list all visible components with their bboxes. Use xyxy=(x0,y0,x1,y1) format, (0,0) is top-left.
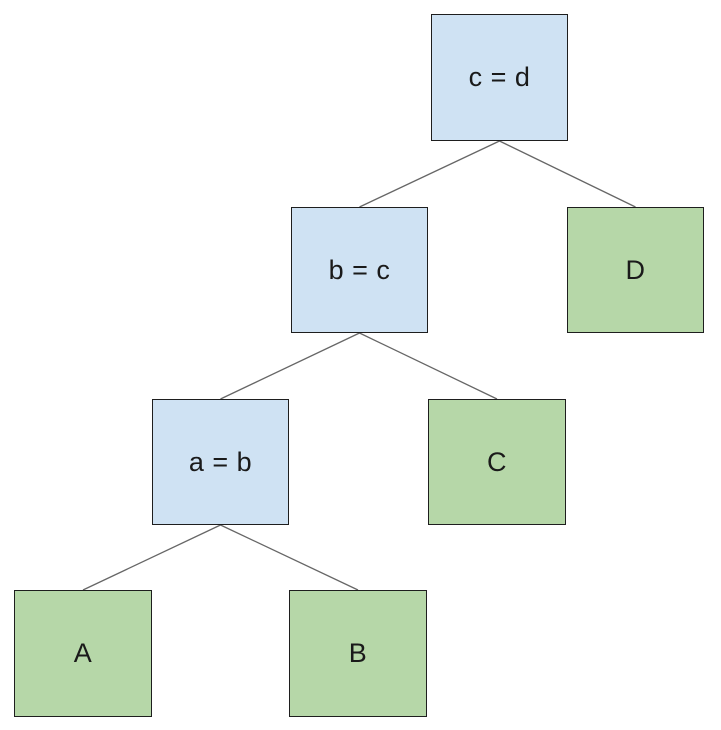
tree-edge-cd-D xyxy=(499,140,636,208)
tree-node-B: B xyxy=(289,590,427,717)
tree-edge-bc-ab xyxy=(220,332,360,400)
tree-node-label: B xyxy=(348,638,368,668)
tree-node-cd: c = d xyxy=(431,14,568,141)
tree-node-bc: b = c xyxy=(291,207,428,333)
tree-node-label: A xyxy=(73,638,93,668)
tree-node-D: D xyxy=(567,207,704,333)
tree-edge-ab-A xyxy=(82,524,221,591)
tree-node-label: a = b xyxy=(188,446,253,477)
tree-node-A: A xyxy=(14,590,152,717)
tree-edge-cd-bc xyxy=(359,140,500,208)
tree-node-label: D xyxy=(625,254,646,285)
tree-node-label: C xyxy=(487,446,507,477)
tree-edge-bc-C xyxy=(359,332,498,400)
tree-node-label: c = d xyxy=(468,62,531,92)
tree-node-C: C xyxy=(428,399,566,525)
tree-node-ab: a = b xyxy=(152,399,289,525)
tree-edge-ab-B xyxy=(220,524,359,591)
tree-node-label: b = c xyxy=(328,254,391,285)
